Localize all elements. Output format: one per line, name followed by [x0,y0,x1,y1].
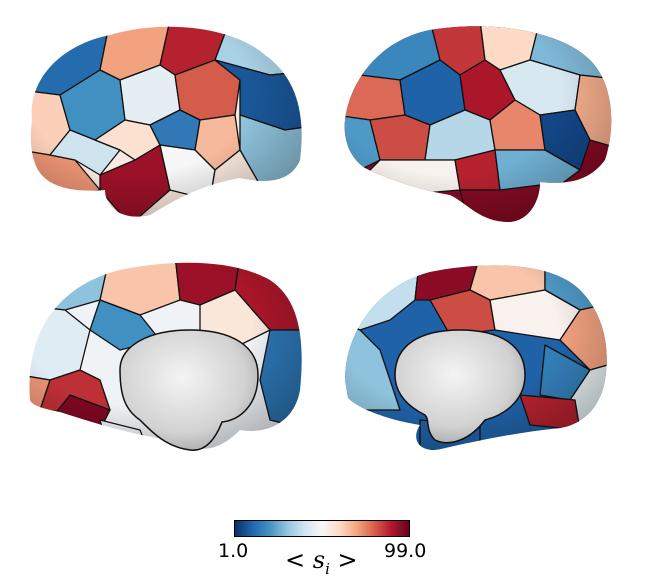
colorbar-title-subscript: i [325,559,330,578]
colorbar-max-label: 99.0 [384,540,427,562]
colorbar-title-gt: > [337,546,358,574]
left-medial-view [29,262,302,451]
colorbar-min-label: 1.0 [218,540,249,562]
right-lateral-view [344,26,612,222]
colorbar-title: < si > [285,545,358,584]
left-lateral-view [30,26,302,217]
brain-surface-figure [29,26,612,451]
right-medial-view [345,265,607,450]
colorbar-title-symbol: s [312,546,326,574]
colorbar-title-lt: < [285,546,306,574]
colorbar [234,520,410,537]
